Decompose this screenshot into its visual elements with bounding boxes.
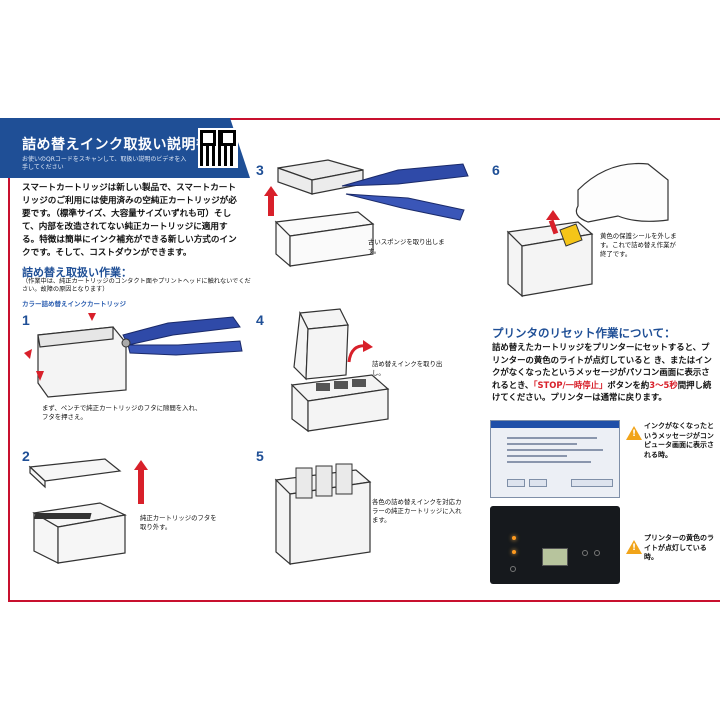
intro-text: スマートカートリッジは新しい製品で、スマートカートリッジのご利用には使用済みの空…: [22, 183, 237, 258]
warning-text-2: プリンターの黄色のライトが点灯している時。: [644, 534, 714, 561]
step-3-number: 3: [256, 162, 264, 178]
step-4-illustration: [290, 308, 390, 433]
stop-button-label: 「STOP/一時停止」: [533, 379, 608, 390]
top-rule: [210, 118, 720, 120]
reset-body-text-a: 詰め替えたカートリッジをプリンターにセットすると、プリンターの黄色のライトが点灯…: [492, 342, 712, 390]
step-3-caption: 古いスポンジを取り出します。: [368, 238, 445, 255]
warning-icon: !: [626, 426, 642, 440]
section-note: （作業中は、純正カートリッジのコンタクト面やプリントヘッドに触れないでください。…: [22, 278, 251, 293]
step-2-caption: 純正カートリッジのフタを取り外す。: [140, 514, 217, 531]
step-5-illustration: [274, 463, 372, 566]
step-1-caption: まず、ペンチで純正カートリッジのフタに隙間を入れ、フタを押さえ。: [42, 404, 202, 421]
step-4-number: 4: [256, 312, 264, 328]
warning-text-1: インクがなくなったというメッセージがコンピュータ画面に表示される時。: [644, 422, 714, 459]
ink-warning-screenshot: [490, 420, 620, 498]
section-subhead: カラー詰め替えインクカートリッジ: [22, 300, 126, 308]
step-4-rotate-arrow: [347, 340, 373, 363]
bottom-rule: [8, 600, 720, 602]
press-duration: 3〜5秒: [649, 379, 678, 390]
step-6-caption: 黄色の保護シールを外します。これで詰め替え作業が終了です。: [600, 232, 677, 258]
page-title: 詰め替えインク取扱い説明書: [22, 137, 211, 153]
reset-body-text-c: 間押し続けてください。プリンターは通常に戻ります。: [492, 379, 712, 403]
step-2-illustration: [28, 458, 127, 564]
reset-body-text-b: ボタンを約: [607, 379, 650, 390]
section-title: 詰め替え取扱い作業：: [22, 266, 132, 279]
qr-code-icon[interactable]: [198, 128, 238, 168]
step-6-illustration: [506, 162, 669, 298]
step-5-number: 5: [256, 448, 264, 464]
reset-title: プリンタのリセット作業について：: [492, 326, 676, 340]
reset-body: 詰め替えたカートリッジをプリンターにセットすると、プリンターの黄色のライトが点灯…: [492, 341, 714, 404]
step-3-illustration: [274, 159, 469, 268]
page-subtitle: お使いのQRコードをスキャンして、取扱い説明のビデオを入手してください: [22, 156, 187, 171]
step-1-number: 1: [22, 312, 30, 328]
step-6-number: 6: [492, 162, 500, 178]
step-4-caption: 詰め替えインクを取り出し。: [372, 360, 443, 377]
left-rule: [8, 150, 10, 600]
step-2-number: 2: [22, 448, 30, 464]
step-5-caption: 各色の詰め替えインクを対応カラーの純正カートリッジに入れます。: [372, 498, 462, 524]
warning-icon: !: [626, 540, 642, 554]
printer-panel-photo: [490, 506, 620, 584]
step-1-illustration: [24, 313, 243, 398]
